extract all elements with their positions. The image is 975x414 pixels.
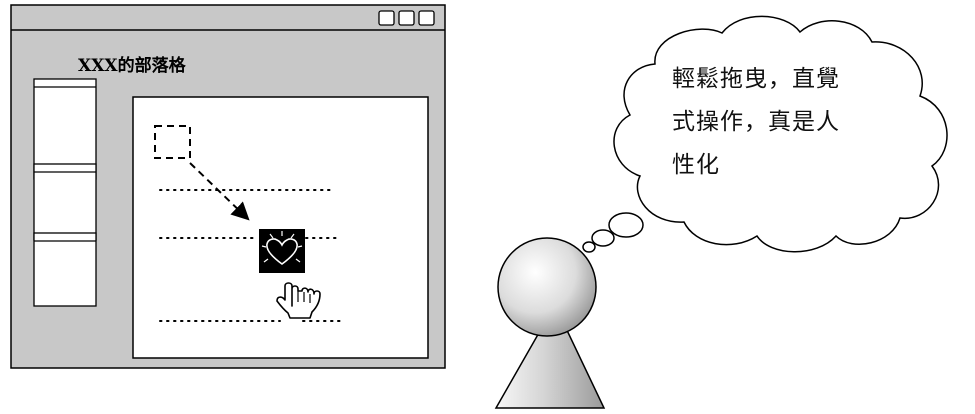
hand-cursor-icon: [276, 282, 321, 319]
thought-cloud-icon: [582, 15, 948, 253]
thought-dot: [591, 229, 615, 247]
thought-line: 輕鬆拖曳，直覺: [672, 66, 840, 92]
close-button[interactable]: [418, 10, 435, 26]
minimize-button[interactable]: [378, 10, 395, 26]
blog-title: XXX的部落格: [78, 55, 187, 76]
sidebar-widget[interactable]: [33, 232, 97, 307]
thought-line: 式操作，真是人: [672, 109, 840, 135]
drag-source-placeholder: [154, 125, 191, 159]
drag-arrow-icon: [189, 162, 250, 221]
sidebar-widget[interactable]: [33, 163, 97, 241]
maximize-button[interactable]: [398, 10, 415, 26]
thought-dot: [608, 212, 644, 238]
heart-icon[interactable]: [259, 229, 305, 273]
thinking-person-icon: [494, 237, 606, 409]
browser-window: XXX的部落格: [10, 4, 446, 369]
thought-line: 性化: [672, 152, 720, 178]
thought-bubble-text: 輕鬆拖曳，直覺 式操作，真是人 性化: [672, 58, 902, 187]
content-panel: [132, 96, 429, 359]
person-head: [497, 237, 597, 337]
thought-dot: [582, 241, 596, 253]
sidebar: [33, 78, 97, 307]
